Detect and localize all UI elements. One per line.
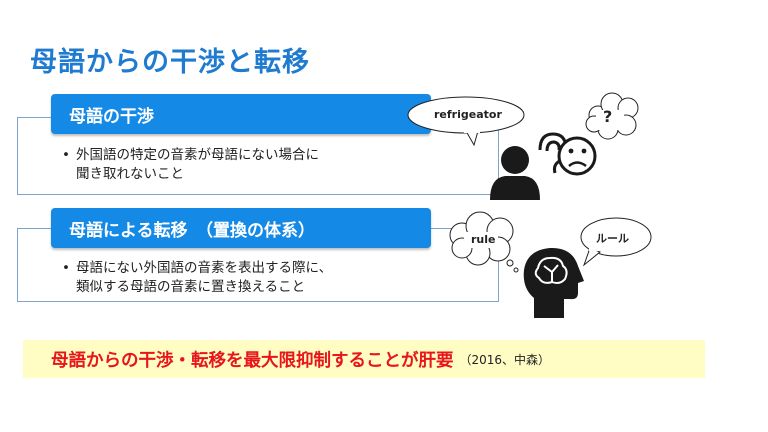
slide-title: 母語からの干渉と転移 (30, 47, 310, 78)
refrigerator-label: refrigeator (434, 108, 502, 121)
summary-text: 母語からの干渉・転移を最大限抑制することが肝要 (51, 350, 454, 371)
person-icon (490, 146, 540, 200)
summary-banner: 母語からの干渉・転移を最大限抑制することが肝要 （2016、中森） (23, 340, 705, 378)
interference-card-header: 母語の干渉 (51, 94, 431, 134)
sad-face-icon (557, 136, 597, 176)
rule-label: rule (471, 233, 496, 246)
interference-bullet-text: 外国語の特定の音素が母語にない場合に 聞き取れないこと (76, 147, 319, 182)
transfer-bullet: • 母語にない外国語の音素を表出する際に、 類似する母語の音素に置き換えること (62, 259, 482, 297)
question-mark: ? (603, 107, 613, 126)
head-brain-icon (523, 247, 584, 318)
speech-bubble-refrigerator (407, 96, 525, 147)
transfer-card-header: 母語による転移 （置換の体系） (51, 208, 431, 248)
interference-bullet: • 外国語の特定の音素が母語にない場合に 聞き取れないこと (62, 146, 482, 184)
ruuru-label: ルール (596, 232, 629, 245)
bullet-dot: • (62, 147, 70, 163)
speech-bubble-ruuru (580, 217, 652, 267)
bullet-dot: • (62, 260, 70, 276)
summary-citation: （2016、中森） (459, 352, 551, 367)
transfer-bullet-text: 母語にない外国語の音素を表出する際に、 類似する母語の音素に置き換えること (76, 260, 333, 295)
